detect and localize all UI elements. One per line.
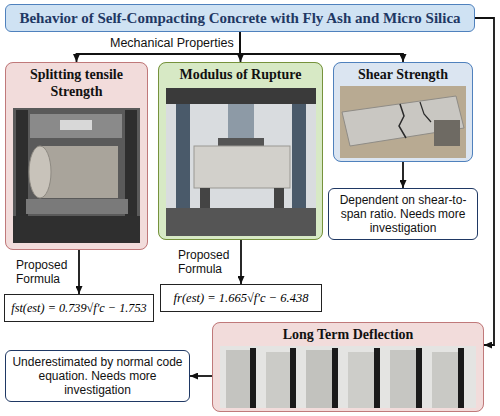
machine-column [292, 104, 306, 212]
upper-platen [30, 114, 122, 138]
concrete-column [226, 350, 254, 408]
crack-line [420, 102, 431, 122]
machine-plate [60, 120, 92, 130]
machine-base [166, 208, 316, 236]
connector-arrow [77, 32, 241, 62]
node-text: Dependent on shear-to-span ratio. Needs … [335, 193, 471, 235]
loading-frame [290, 348, 296, 408]
connector-arrow [240, 32, 403, 62]
flexure-test-photo [166, 88, 316, 236]
test-panel: Long Term Deflection [212, 322, 484, 412]
concrete-prism [194, 146, 290, 188]
node-text: fr(est) = 1.665√f′c − 6.438 [174, 290, 309, 306]
photo-ground [220, 346, 476, 408]
loading-frame [332, 348, 338, 408]
loading-frame [374, 348, 380, 408]
connector-arrow [475, 18, 494, 345]
machine-base [13, 216, 140, 243]
shear-test-photo [340, 86, 466, 158]
concrete-beam [342, 96, 464, 146]
node-text: Modulus of Rupture [180, 66, 302, 83]
node-text: Splitting tensile Strength [10, 66, 143, 100]
panel-fill [212, 322, 484, 412]
connector-arrow [78, 250, 80, 294]
concrete-column [432, 352, 462, 408]
concrete-column [390, 350, 420, 408]
node-text: Shear Strength [358, 66, 448, 83]
node-text: Behavior of Self-Compacting Concrete wit… [19, 9, 460, 27]
loading-head [218, 138, 264, 146]
concrete-column [348, 352, 378, 408]
connector-arrow [240, 240, 242, 284]
test-panel: Splitting tensile Strength [5, 62, 148, 250]
node-text: Long Term Deflection [283, 326, 414, 343]
cylinder-end [29, 146, 51, 198]
formula-box: fr(est) = 1.665√f′c − 6.438 [160, 284, 322, 312]
panel-fill [5, 62, 148, 250]
photo-ground [340, 86, 466, 158]
deflection-test-photo [220, 346, 476, 408]
debris [434, 120, 460, 146]
photo-ground [166, 88, 316, 236]
support [200, 188, 210, 208]
connector-arrow [402, 162, 404, 188]
machine-column [176, 104, 190, 212]
panel-fill [158, 62, 323, 240]
note-box: Dependent on shear-to-span ratio. Needs … [328, 188, 478, 240]
concrete-column [266, 352, 294, 408]
test-panel: Shear Strength [333, 62, 473, 162]
connector-arrow [190, 375, 212, 377]
formula-box: fst(est) = 0.739√f′c − 1.753 [4, 294, 154, 322]
loading-frame [416, 348, 422, 408]
loading-frame [250, 348, 256, 408]
photo-ground [13, 108, 140, 243]
section-label: Mechanical Properties [110, 36, 234, 51]
panel-fill [333, 62, 473, 162]
lower-platen [26, 199, 128, 214]
loading-ram [228, 104, 254, 138]
test-panel: Modulus of Rupture [158, 62, 323, 240]
crack-line [399, 104, 406, 138]
node-text: Underestimated by normal code equation. … [12, 355, 183, 397]
edge-label: Proposed Formula [16, 258, 74, 286]
edge-label: Proposed Formula [178, 248, 236, 276]
title-box: Behavior of Self-Compacting Concrete wit… [5, 4, 475, 32]
note-box: Underestimated by normal code equation. … [5, 350, 190, 402]
support [274, 188, 284, 208]
node-text: fst(est) = 0.739√f′c − 1.753 [11, 300, 147, 316]
crosshead [166, 88, 316, 104]
loading-frame [458, 348, 464, 408]
splitting-test-photo [13, 108, 140, 243]
concrete-column [306, 350, 336, 408]
